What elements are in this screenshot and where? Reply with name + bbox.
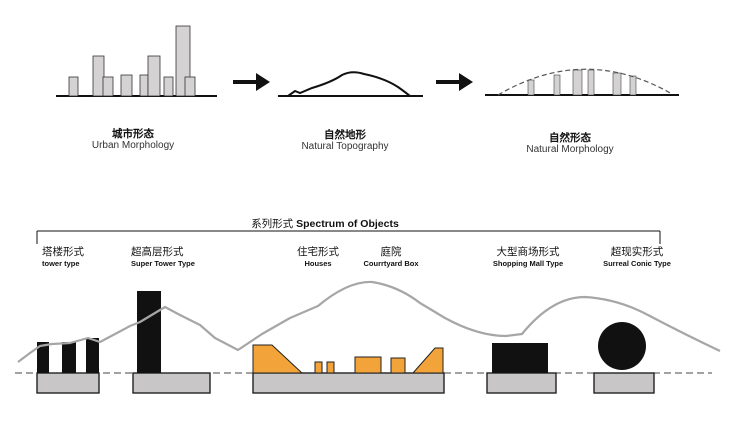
courtyard-box-small (390, 357, 406, 374)
label-zh: 超现实形式 (610, 246, 664, 258)
urban-bar (147, 55, 161, 97)
label-shopping-mall-type: 大型商场形式 Shopping Mall Type (484, 246, 572, 268)
surreal-sphere (598, 322, 646, 370)
label-en: tower type (42, 258, 80, 268)
caption-en: Natural Topography (301, 141, 389, 153)
topography-profile (287, 71, 411, 97)
spectrum-title-zh: 系列形式 (251, 218, 294, 230)
courtyard-box (354, 356, 382, 374)
label-en: Houses (304, 258, 332, 268)
base-slabs (36, 372, 655, 394)
label-houses: 住宅形式 Houses (288, 246, 348, 268)
spectrum-title-en: Spectrum of Objects (296, 218, 399, 230)
urban-morphology-graphic (56, 25, 217, 97)
label-en: Shopping Mall Type (492, 258, 564, 268)
label-zh: 庭院 (380, 246, 402, 258)
spectrum-title: 系列形式 Spectrum of Objects (220, 216, 430, 231)
tower-block (37, 342, 49, 373)
urban-bar (139, 74, 149, 97)
house-wedge-right (411, 347, 444, 374)
base-slab (252, 372, 445, 394)
morphology-bar (587, 69, 595, 96)
urban-bar (120, 74, 133, 97)
houses-courtyard-buildings (252, 344, 444, 374)
urban-bar (102, 76, 114, 97)
house-small (314, 361, 323, 374)
base-slab (593, 372, 655, 394)
spectrum-bracket (36, 230, 661, 244)
super-tower-block (137, 291, 161, 373)
caption-natural-topography: 自然地形 Natural Topography (265, 129, 425, 153)
natural-topography-graphic (278, 71, 423, 97)
label-zh: 住宅形式 (297, 246, 339, 258)
urban-bar (92, 55, 105, 97)
label-zh: 塔楼形式 (42, 246, 84, 258)
caption-zh: 自然形态 (549, 132, 591, 144)
house-small (326, 361, 335, 374)
arrow-right-icon (233, 73, 270, 91)
natural-morphology-graphic (485, 68, 679, 96)
label-surreal-conic-type: 超现实形式 Surreal Conic Type (593, 246, 681, 268)
base-slab (36, 372, 100, 394)
morphology-bar (527, 79, 535, 96)
base-slab (132, 372, 211, 394)
morphology-dashed-profile (497, 68, 673, 96)
urban-bar (68, 76, 79, 97)
label-courtyard-box: 庭院 Courrtyard Box (356, 246, 426, 268)
label-zh: 大型商场形式 (496, 246, 560, 258)
morphology-bar (572, 69, 583, 96)
label-super-tower-type: 超高层形式 Super Tower Type (131, 246, 195, 268)
caption-zh: 自然地形 (324, 129, 366, 141)
arrow-right-icon (436, 73, 473, 91)
caption-urban-morphology: 城市形态 Urban Morphology (53, 128, 213, 152)
urban-bar (163, 76, 174, 97)
label-en: Courrtyard Box (363, 258, 419, 268)
label-en: Surreal Conic Type (603, 258, 671, 268)
urban-bar (184, 76, 196, 97)
tower-block (86, 338, 99, 373)
house-wedge-left (252, 344, 304, 374)
morphology-bar (629, 75, 637, 96)
label-tower-type: 塔楼形式 tower type (42, 246, 84, 268)
shopping-mall-block (492, 343, 548, 373)
landscape-profile-line (17, 280, 721, 363)
morphology-bar (612, 72, 622, 96)
morphology-bar (553, 74, 561, 96)
base-slab (486, 372, 557, 394)
caption-en: Urban Morphology (91, 140, 175, 152)
tower-type-buildings (37, 338, 99, 373)
tower-block (62, 342, 76, 373)
label-en: Super Tower Type (131, 258, 195, 268)
caption-zh: 城市形态 (112, 128, 154, 140)
caption-natural-morphology: 自然形态 Natural Morphology (490, 132, 650, 156)
label-zh: 超高层形式 (131, 246, 184, 258)
caption-en: Natural Morphology (526, 144, 614, 156)
